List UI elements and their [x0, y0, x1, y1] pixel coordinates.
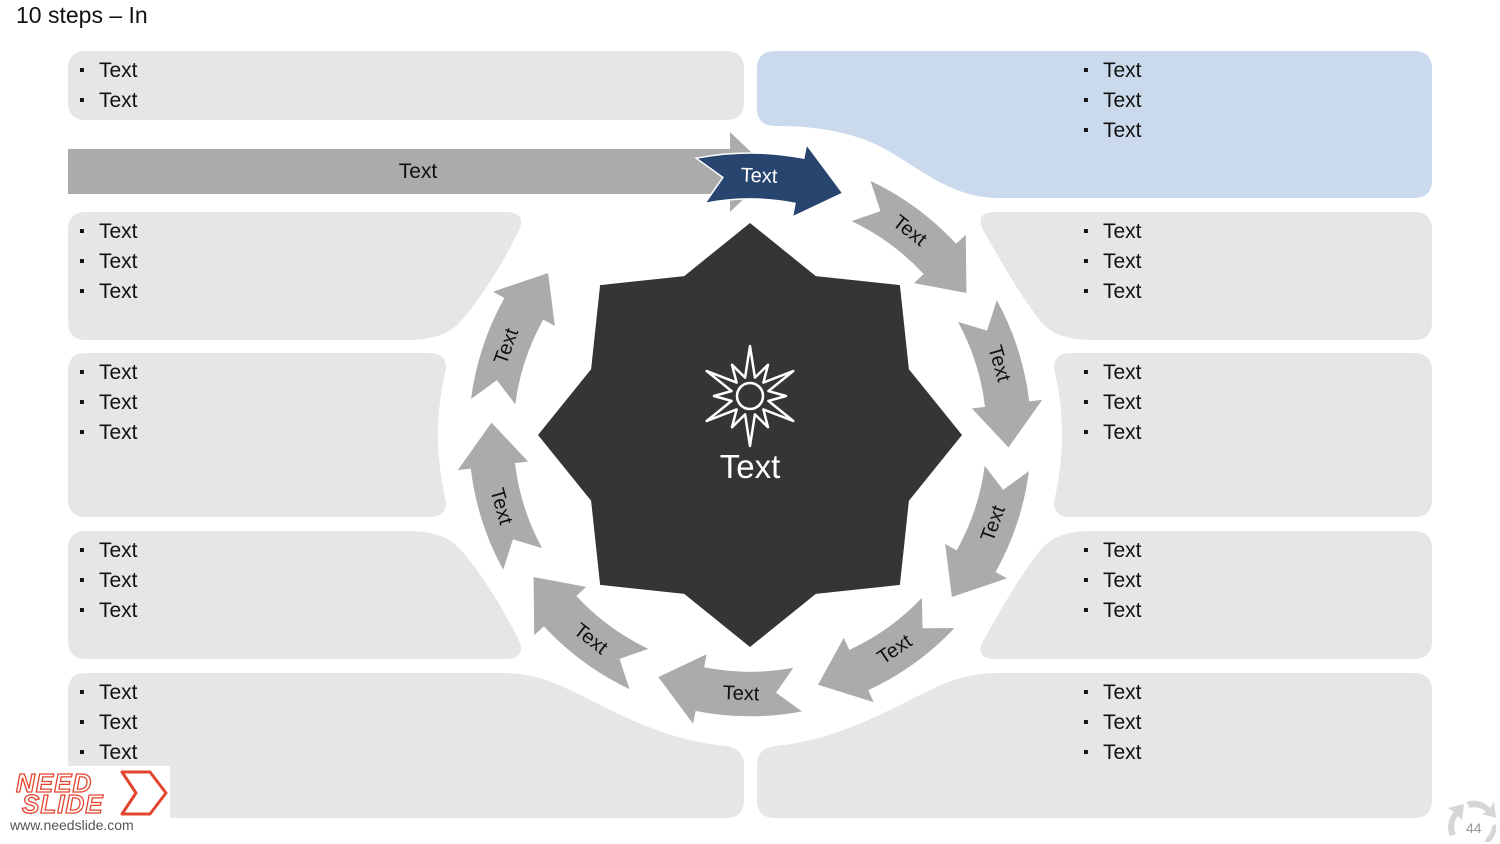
step-arrow-1	[694, 142, 844, 219]
list-item: Text	[79, 86, 138, 116]
panel-row2-right-list: Text Text Text	[1083, 217, 1142, 307]
step-arrow-7	[532, 575, 653, 693]
panels	[68, 51, 1432, 818]
website-url: www.needslide.com	[10, 817, 134, 833]
list-item: Text	[79, 277, 138, 307]
list-item: Text	[1083, 358, 1142, 388]
list-item: Text	[1083, 277, 1142, 307]
list-item: Text	[1083, 217, 1142, 247]
list-item: Text	[79, 418, 138, 448]
panel-row3-right-list: Text Text Text	[1083, 358, 1142, 448]
needslide-logo: NEED SLIDE	[10, 766, 170, 820]
list-item: Text	[79, 596, 138, 626]
step-arrow-9	[469, 270, 557, 409]
list-item: Text	[79, 56, 138, 86]
list-item: Text	[79, 708, 138, 738]
step-arrow-4	[943, 461, 1031, 600]
list-item: Text	[1083, 116, 1142, 146]
list-item: Text	[79, 358, 138, 388]
list-item: Text	[79, 388, 138, 418]
panel-bottom-left-list: Text Text Text	[79, 678, 138, 768]
list-item: Text	[79, 536, 138, 566]
list-item: Text	[79, 566, 138, 596]
step-label-1: Text	[740, 165, 778, 188]
list-item: Text	[1083, 678, 1142, 708]
list-item: Text	[1083, 596, 1142, 626]
logo-word-need: NEED	[15, 768, 93, 798]
list-item: Text	[1083, 708, 1142, 738]
list-item: Text	[1083, 418, 1142, 448]
page-number: 44	[1466, 820, 1482, 836]
list-item: Text	[79, 247, 138, 277]
step-arrow-2	[847, 177, 968, 295]
cycle-icon	[1448, 800, 1497, 842]
input-arrow-label: Text	[399, 160, 438, 183]
list-item: Text	[79, 738, 138, 768]
center-shape	[538, 223, 962, 647]
list-item: Text	[1083, 536, 1142, 566]
panel-top-right-list: Text Text Text	[1083, 56, 1142, 146]
list-item: Text	[1083, 738, 1142, 768]
panel-row4-left-list: Text Text Text	[79, 536, 138, 626]
panel-row2-right	[980, 212, 1432, 340]
panel-row3-right	[1054, 353, 1432, 517]
list-item: Text	[79, 217, 138, 247]
step-arrow-3	[954, 296, 1046, 450]
panel-row2-left	[68, 212, 521, 340]
list-item: Text	[1083, 388, 1142, 418]
step-arrow-8	[454, 420, 546, 574]
logo-arrow-icon	[120, 770, 168, 816]
step-arrow-5	[815, 594, 958, 705]
list-item: Text	[79, 678, 138, 708]
panel-row4-right	[980, 531, 1432, 659]
step-label-6: Text	[722, 682, 760, 705]
panel-row2-left-list: Text Text Text	[79, 217, 138, 307]
panel-row3-left	[68, 353, 446, 517]
center-label: Text	[720, 448, 781, 485]
panel-top-left	[68, 51, 744, 120]
logo-word-slide: SLIDE	[21, 789, 104, 819]
panel-bottom-right-list: Text Text Text	[1083, 678, 1142, 768]
list-item: Text	[1083, 56, 1142, 86]
sun-icon	[705, 344, 795, 448]
panel-row4-right-list: Text Text Text	[1083, 536, 1142, 626]
list-item: Text	[1083, 86, 1142, 116]
list-item: Text	[1083, 247, 1142, 277]
panel-row3-left-list: Text Text Text	[79, 358, 138, 448]
input-arrow	[68, 132, 772, 212]
step-arrow-6	[656, 651, 806, 728]
slide-title: 10 steps – In	[16, 2, 148, 28]
panel-row4-left	[68, 531, 521, 659]
panel-top-left-list: Text Text	[79, 56, 138, 116]
panel-bottom-left	[68, 673, 744, 818]
list-item: Text	[1083, 566, 1142, 596]
